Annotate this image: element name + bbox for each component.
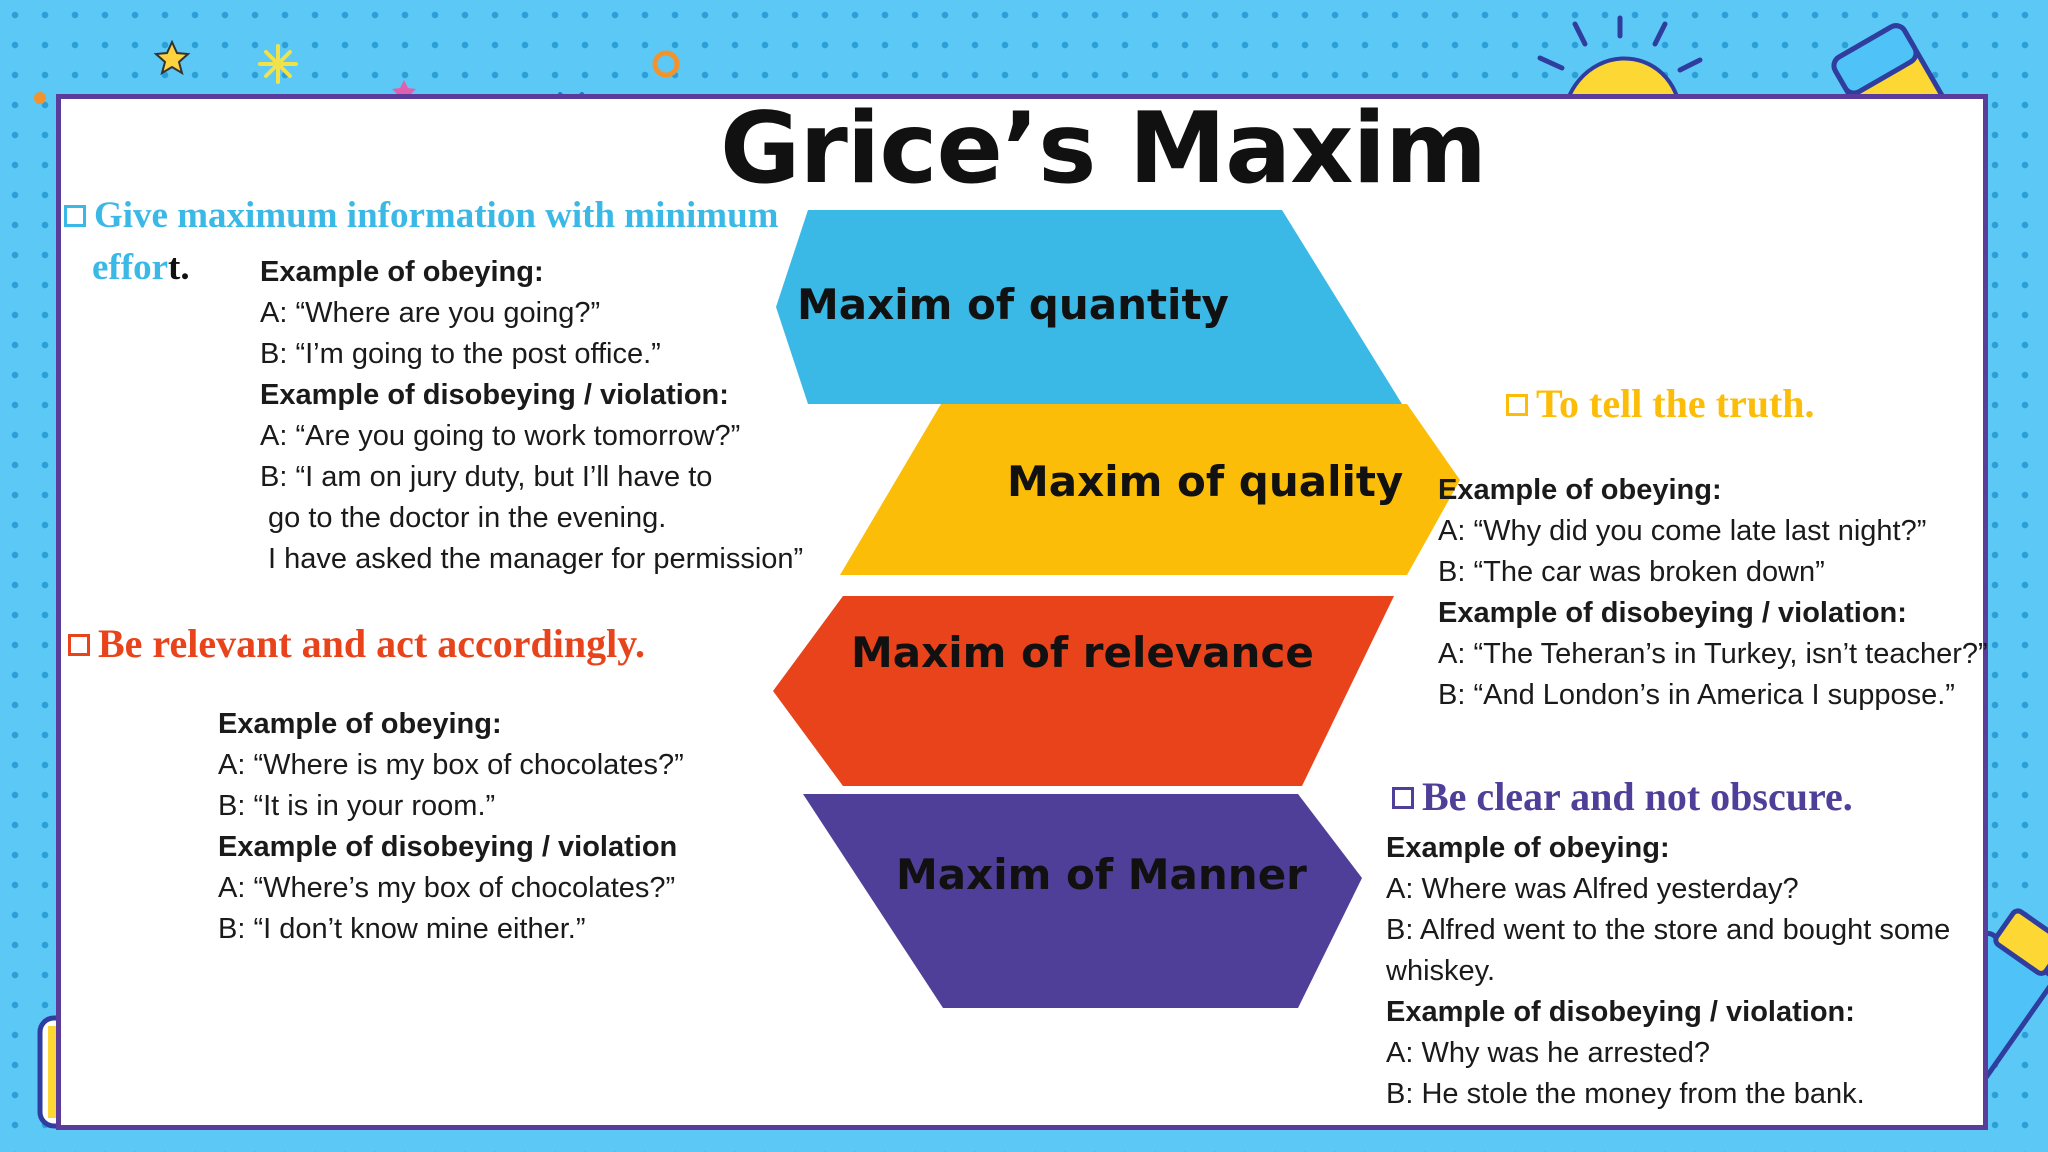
checkbox-icon <box>64 204 86 227</box>
violation-label: Example of disobeying / violation: <box>1438 597 1907 629</box>
maxim-quantity-label: Maxim of quantity <box>797 280 1229 329</box>
violation-label: Example of disobeying / violation: <box>1386 996 1855 1028</box>
obey-label: Example of obeying: <box>218 708 502 740</box>
maxim-manner-label: Maxim of Manner <box>896 850 1307 899</box>
manner-heading: Be clear and not obscure. <box>1392 773 1853 820</box>
sparkle-icon <box>258 44 298 84</box>
dialogue-line: A: Why was he arrested? <box>1386 1037 1710 1069</box>
quantity-heading-line1: Give maximum information with minimum <box>94 195 779 236</box>
star-icon <box>153 39 191 76</box>
dialogue-line: B: “I don’t know mine either.” <box>218 913 586 945</box>
manner-examples: Example of obeying: A: Where was Alfred … <box>1386 828 1950 1115</box>
dialogue-line: B: “And London’s in America I suppose.” <box>1438 679 1955 711</box>
maxim-relevance-label: Maxim of relevance <box>851 628 1314 677</box>
quantity-hexagon <box>776 210 1402 404</box>
dialogue-line: A: Where was Alfred yesterday? <box>1386 873 1799 905</box>
ring-icon <box>34 92 46 104</box>
dialogue-line: B: Alfred went to the store and bought s… <box>1386 914 1951 946</box>
dialogue-line: whiskey. <box>1386 955 1496 987</box>
quantity-heading-line2: effor <box>92 247 168 288</box>
quality-hexagon <box>840 404 1460 575</box>
obey-label: Example of obeying: <box>1438 474 1722 506</box>
dialogue-line: B: He stole the money from the bank. <box>1386 1078 1865 1110</box>
dialogue-line: A: “The Teheran’s in Turkey, isn’t teach… <box>1438 638 1988 670</box>
violation-label: Example of disobeying / violation: <box>260 379 729 411</box>
checkbox-icon <box>1392 786 1414 809</box>
relevance-examples: Example of obeying: A: “Where is my box … <box>218 704 684 950</box>
quality-heading: To tell the truth. <box>1506 380 1815 427</box>
violation-label: Example of disobeying / violation <box>218 831 678 863</box>
dialogue-line: B: “It is in your room.” <box>218 790 496 822</box>
ring-icon <box>652 50 680 78</box>
relevance-hexagon <box>773 596 1394 786</box>
checkbox-icon <box>68 633 90 656</box>
page-title: Grice’s Maxim <box>720 92 1487 206</box>
quantity-heading: Give maximum information with minimum ef… <box>64 190 778 294</box>
checkbox-icon <box>1506 393 1528 416</box>
dialogue-line: I have asked the manager for permission” <box>260 543 804 575</box>
dialogue-line: A: “Where is my box of chocolates?” <box>218 749 684 781</box>
dialogue-line: B: “I’m going to the post office.” <box>260 338 661 370</box>
dialogue-line: A: “Where are you going?” <box>260 297 601 329</box>
relevance-heading: Be relevant and act accordingly. <box>68 620 645 667</box>
manner-hexagon <box>803 794 1362 1008</box>
obey-label: Example of obeying: <box>1386 832 1670 864</box>
quantity-examples: Example of obeying: A: “Where are you go… <box>260 252 803 580</box>
dialogue-line: B: “The car was broken down” <box>1438 556 1825 588</box>
dialogue-line: A: “Where’s my box of chocolates?” <box>218 872 676 904</box>
obey-label: Example of obeying: <box>260 256 544 288</box>
dialogue-line: go to the doctor in the evening. <box>260 502 667 534</box>
maxim-quality-label: Maxim of quality <box>1007 457 1404 506</box>
dialogue-line: A: “Are you going to work tomorrow?” <box>260 420 741 452</box>
quantity-heading-line2-tail: t. <box>168 247 190 288</box>
quality-examples: Example of obeying: A: “Why did you come… <box>1438 470 1988 716</box>
dialogue-line: A: “Why did you come late last night?” <box>1438 515 1927 547</box>
dialogue-line: B: “I am on jury duty, but I’ll have to <box>260 461 713 493</box>
